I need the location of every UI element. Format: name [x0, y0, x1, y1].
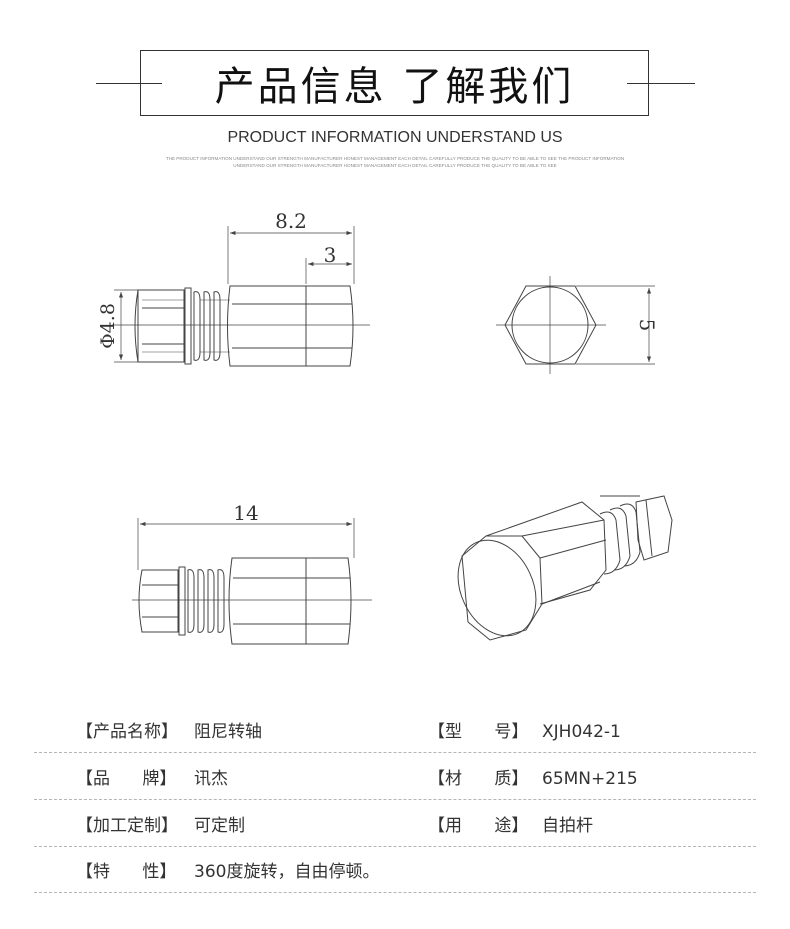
spec-value: 阻尼转轴 — [194, 722, 262, 742]
side-view-top — [112, 226, 370, 367]
page-subtitle: PRODUCT INFORMATION UNDERSTAND US — [227, 129, 563, 146]
dim-diameter-label: Φ4.8 — [97, 303, 119, 349]
header-right-rule — [627, 83, 695, 84]
spec-row: 【品 牌】讯杰 【材 质】 65MN+215 — [34, 753, 756, 800]
spec-label: 【加工定制】 — [76, 816, 178, 836]
page-title: 产品信息 了解我们 — [214, 64, 575, 110]
spec-label: 【用 途】 — [428, 816, 529, 836]
spec-label: 【特 性】 — [76, 862, 177, 882]
technical-drawings: 8.2 3 Φ4.8 5 14 — [97, 209, 673, 645]
isometric-view — [457, 495, 673, 641]
header-left-rule — [96, 83, 162, 84]
spec-value: 自拍杆 — [542, 816, 593, 836]
spec-label: 【材 质】 — [428, 769, 529, 789]
spec-label: 【产品名称】 — [76, 722, 178, 742]
dim-across-flats-label: 5 — [635, 319, 659, 332]
spec-value: 360度旋转，自由停顿。 — [194, 862, 380, 882]
spec-label: 【品 牌】 — [76, 769, 177, 789]
dim-total-length-label: 14 — [233, 501, 258, 525]
side-view-bottom — [132, 518, 372, 645]
spec-value: 65MN+215 — [542, 769, 638, 789]
spec-value: XJH042-1 — [542, 722, 621, 742]
dim-overall-label: 8.2 — [275, 209, 307, 233]
fine-print-line-1: THE PRODUCT INFORMATION UNDERSTAND OUR S… — [165, 156, 625, 161]
spec-label: 【型 号】 — [428, 722, 529, 742]
spec-value: 讯杰 — [194, 769, 228, 789]
dim-hex-label: 3 — [324, 243, 337, 267]
fine-print-line-2: UNDERSTAND OUR STRENGTH MANUFACTURER HON… — [233, 163, 557, 168]
spec-value: 可定制 — [194, 816, 245, 836]
spec-row: 【特 性】 360度旋转，自由停顿。 — [34, 846, 756, 893]
spec-row: 【加工定制】可定制 【用 途】自拍杆 — [34, 800, 756, 847]
header-frame — [140, 50, 649, 116]
spec-row: 【产品名称】阻尼转轴 【型 号】 XJH042-1 — [34, 706, 756, 753]
end-view — [496, 276, 655, 374]
